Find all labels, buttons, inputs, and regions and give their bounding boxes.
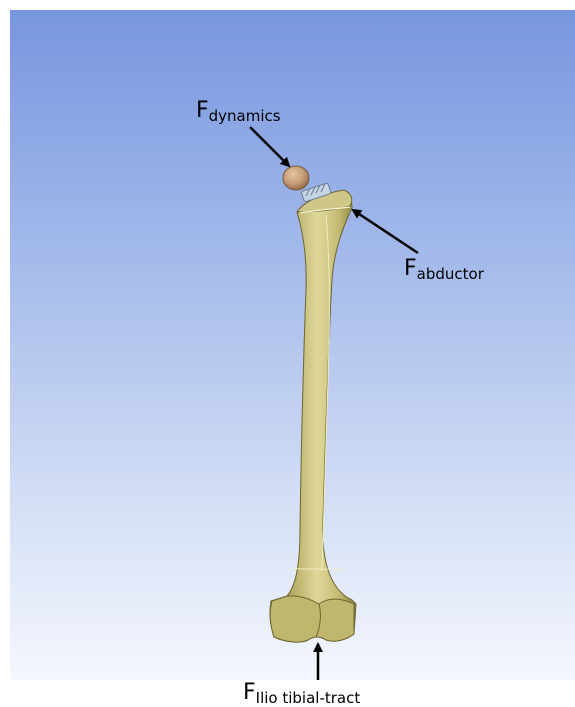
arrow-dynamics <box>250 127 289 166</box>
label-force-symbol: F <box>196 98 209 123</box>
label-subscript: dynamics <box>209 107 281 125</box>
arrow-abductor <box>353 210 418 253</box>
label-subscript: abductor <box>417 265 484 283</box>
label-force-ilio-tibial-tract: FIlio tibial-tract <box>243 682 360 704</box>
label-force-abductor: Fabductor <box>404 258 484 280</box>
label-subscript: Ilio tibial-tract <box>256 689 361 707</box>
femur-shaft <box>270 196 356 642</box>
label-force-dynamics: Fdynamics <box>196 100 281 122</box>
label-force-symbol: F <box>404 256 417 281</box>
femoral-head <box>283 166 309 190</box>
label-force-symbol: F <box>243 680 256 705</box>
femur-condyles <box>270 596 354 642</box>
